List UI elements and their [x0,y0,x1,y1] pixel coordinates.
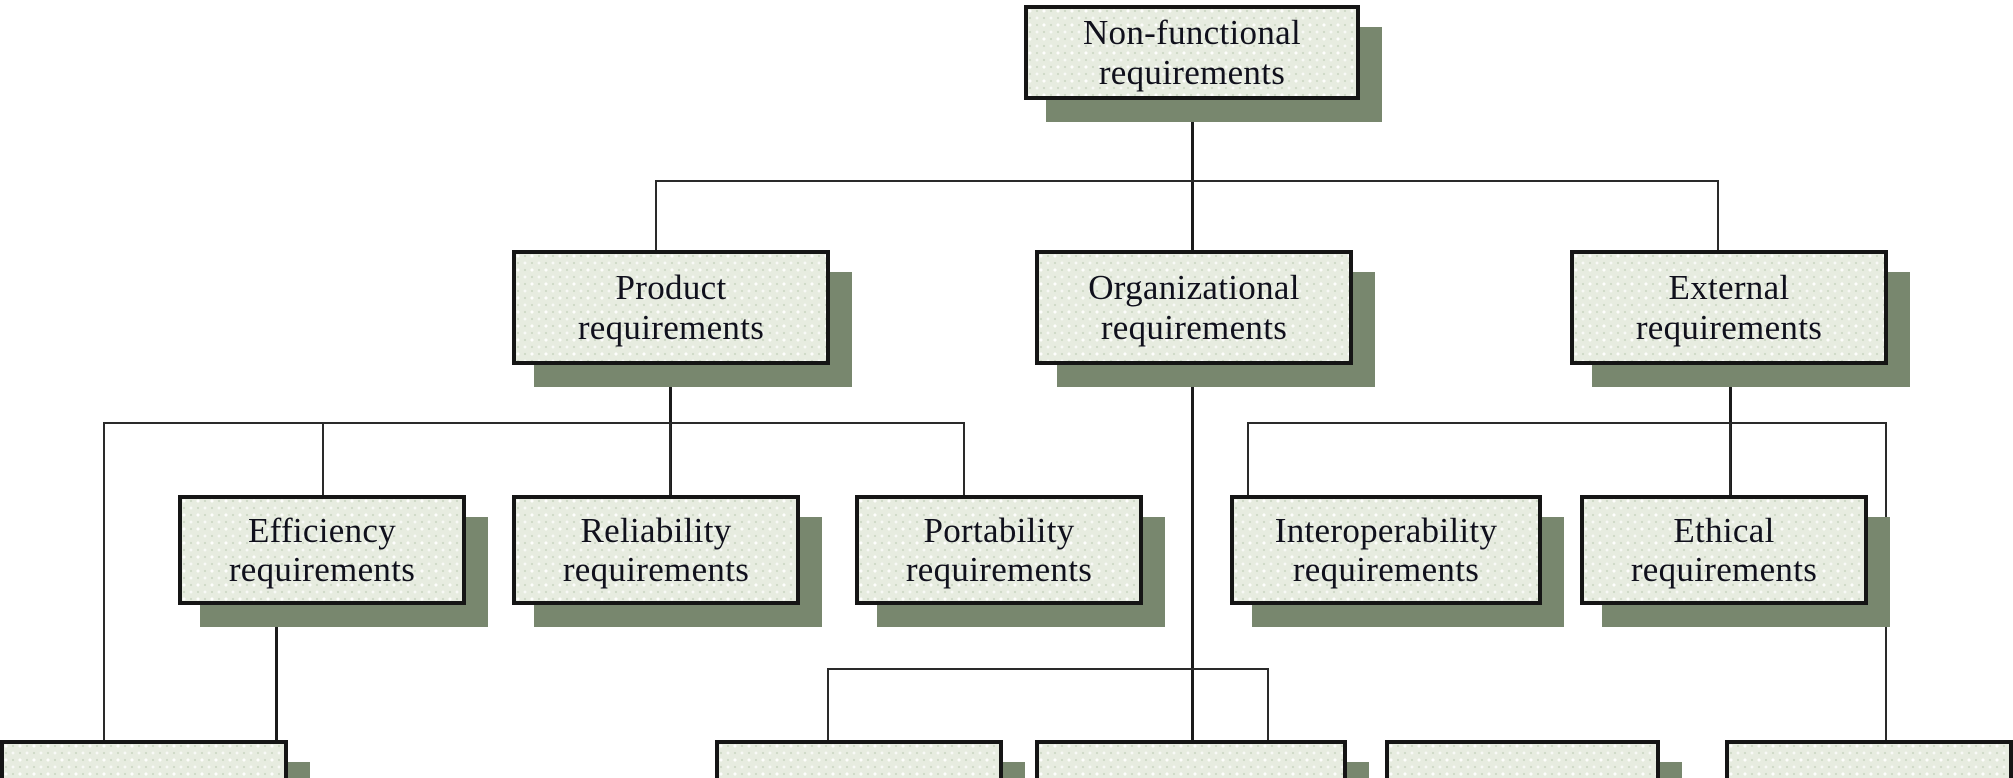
connector-root-trunk [1191,95,1194,255]
node-label-line1: Ethical [1673,510,1775,550]
node-delivery[interactable]: Delivery [715,740,1003,778]
node-label-line2: requirements [1630,550,1818,589]
connector-drop-portability [963,422,965,500]
node-label-line2: requirements [1100,307,1288,347]
connector-efficiency-trunk [275,603,278,778]
node-implementation[interactable]: Implementation [1035,740,1347,778]
node-usability[interactable]: Usability [0,740,288,778]
node-product-requirements[interactable]: Product requirements [512,250,830,365]
node-portability-requirements[interactable]: Portability requirements [855,495,1143,605]
node-label-line1: Legislative [1790,775,1949,778]
node-label-line2: requirements [905,550,1093,589]
node-label-line1: Portability [923,510,1075,550]
connector-drop-product [655,180,657,254]
node-external-requirements[interactable]: External requirements [1570,250,1888,365]
connector-level1-bus [655,180,1719,182]
node-label-line1: Non-functional [1082,13,1302,53]
connector-drop-usability [103,422,105,744]
node-label-line2: requirements [577,307,765,347]
node-label-line1: Implementation [1078,775,1304,778]
node-label-line1: Delivery [797,775,922,778]
node-legislative[interactable]: Legislative [1725,740,2013,778]
node-efficiency-requirements[interactable]: Efficiency requirements [178,495,466,605]
node-label-line1: Usability [78,775,209,778]
node-interoperability-requirements[interactable]: Interoperability requirements [1230,495,1542,605]
node-label-line1: External [1668,268,1790,308]
node-label-line2: requirements [562,550,750,589]
node-organizational-requirements[interactable]: Organizational requirements [1035,250,1353,365]
node-label-line1: Interoperability [1274,510,1498,550]
connector-external-bus [1247,422,1887,424]
connector-product-bus [103,422,965,424]
connector-drop-reliability [669,422,671,500]
connector-drop-interoperability [1247,422,1249,500]
connector-drop-external [1717,180,1719,254]
connector-drop-ethical [1729,422,1731,500]
node-standards[interactable]: Standards [1385,740,1660,778]
node-ethical-requirements[interactable]: Ethical requirements [1580,495,1868,605]
node-label-line1: Product [615,268,727,308]
node-label-line2: requirements [1098,52,1286,92]
node-label-line2: requirements [228,550,416,589]
node-label-line1: Organizational [1088,268,1300,308]
node-non-functional-requirements[interactable]: Non-functional requirements [1024,5,1360,100]
node-label-line2: requirements [1635,307,1823,347]
connector-drop-efficiency [322,422,324,500]
connector-drop-standards [1267,668,1269,746]
connector-drop-delivery [827,668,829,746]
connector-org-bus [827,668,1269,670]
node-label-line1: Standards [1452,775,1593,778]
node-label-line1: Reliability [580,510,732,550]
node-reliability-requirements[interactable]: Reliability requirements [512,495,800,605]
node-label-line1: Efficiency [247,510,397,550]
node-label-line2: requirements [1292,550,1480,589]
connector-org-trunk-lower [1191,360,1194,748]
